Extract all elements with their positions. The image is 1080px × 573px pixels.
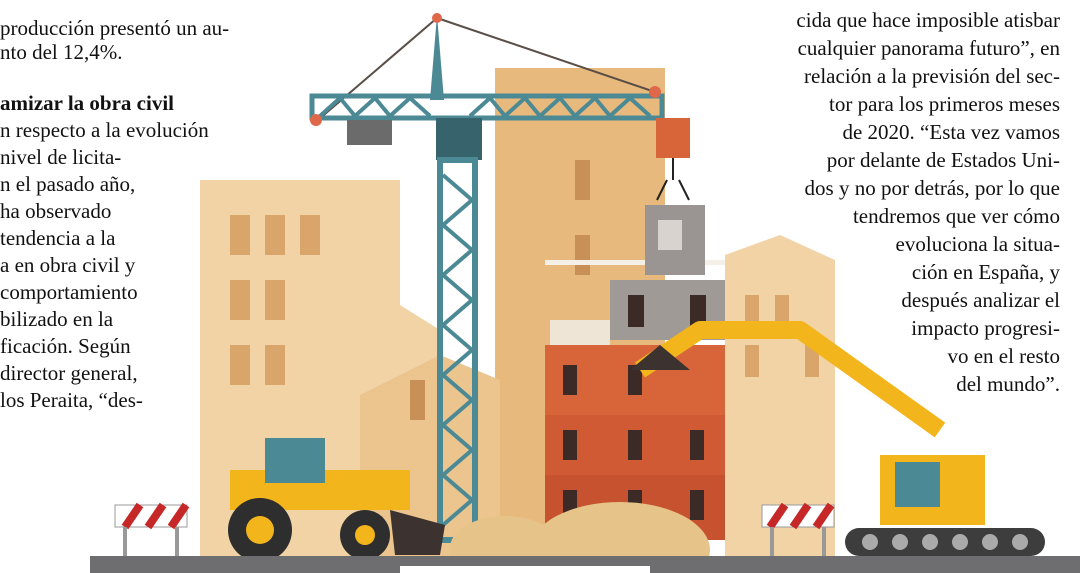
right-text-line-10: ción en España, y: [911, 260, 1060, 284]
right-text-line-6: por delante de Estados Uni-: [826, 148, 1060, 172]
section-heading: amizar la obra civil: [0, 91, 174, 115]
road-barriers: [114, 502, 835, 560]
left-text-line-2: nto del 12,4%.: [0, 40, 123, 64]
left-body-line-6: a en obra civil y: [0, 253, 136, 277]
left-body-line-1: n respecto a la evolución: [0, 118, 209, 142]
left-body-line-7: comportamiento: [0, 280, 138, 304]
right-text-line-4: tor para los primeros meses: [829, 92, 1060, 116]
left-body-line-11: los Peraita, “des-: [0, 388, 143, 412]
left-body-line-8: bilizado en la: [0, 307, 114, 331]
right-text-line-12: impacto progresi-: [911, 316, 1060, 340]
left-body-line-3: n el pasado año,: [0, 172, 136, 196]
right-text-line-3: relación a la previsión del sec-: [804, 64, 1060, 88]
left-text-line-1: producción presentó un au-: [0, 16, 230, 40]
right-text-line-5: de 2020. “Esta vez vamos: [842, 120, 1060, 144]
ground-strip: [90, 556, 1080, 573]
right-text-line-13: vo en el resto: [947, 344, 1060, 368]
wheel-loader: [228, 438, 445, 562]
left-body-line-5: tendencia a la: [0, 226, 116, 250]
tower-crane: [309, 13, 705, 543]
left-body-line-10: director general,: [0, 361, 138, 385]
right-text-line-8: tendremos que ver cómo: [852, 204, 1060, 228]
excavator: [630, 321, 1045, 556]
right-text-line-14: del mundo”.: [956, 372, 1060, 396]
right-text-line-2: cualquier panorama futuro”, en: [797, 36, 1060, 60]
right-text-line-11: después analizar el: [901, 288, 1060, 312]
left-body-line-9: ficación. Según: [0, 334, 131, 358]
right-text-line-9: evoluciona la situa-: [895, 232, 1060, 256]
right-text-line-7: dos y no por detrás, por lo que: [804, 176, 1060, 200]
left-body-line-2: nivel de licita-: [0, 145, 122, 169]
left-body-line-4: ha observado: [0, 199, 112, 223]
right-text-line-1: cida que hace imposible atisbar: [796, 8, 1060, 32]
